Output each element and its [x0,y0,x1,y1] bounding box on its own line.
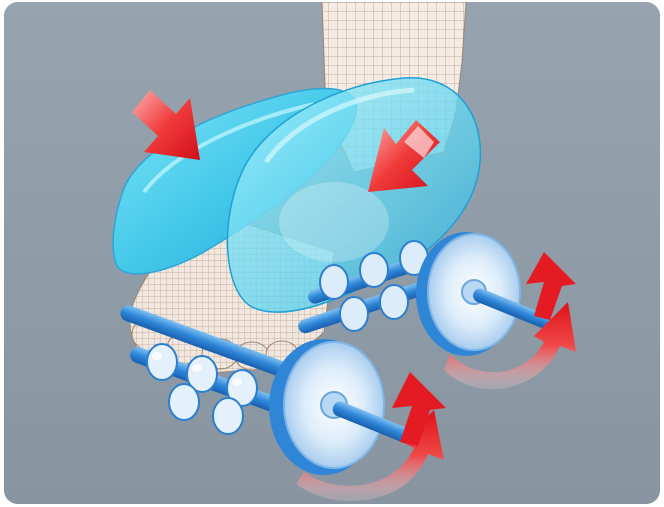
foot-massage-illustration [4,2,660,504]
illustration-frame [4,2,660,504]
